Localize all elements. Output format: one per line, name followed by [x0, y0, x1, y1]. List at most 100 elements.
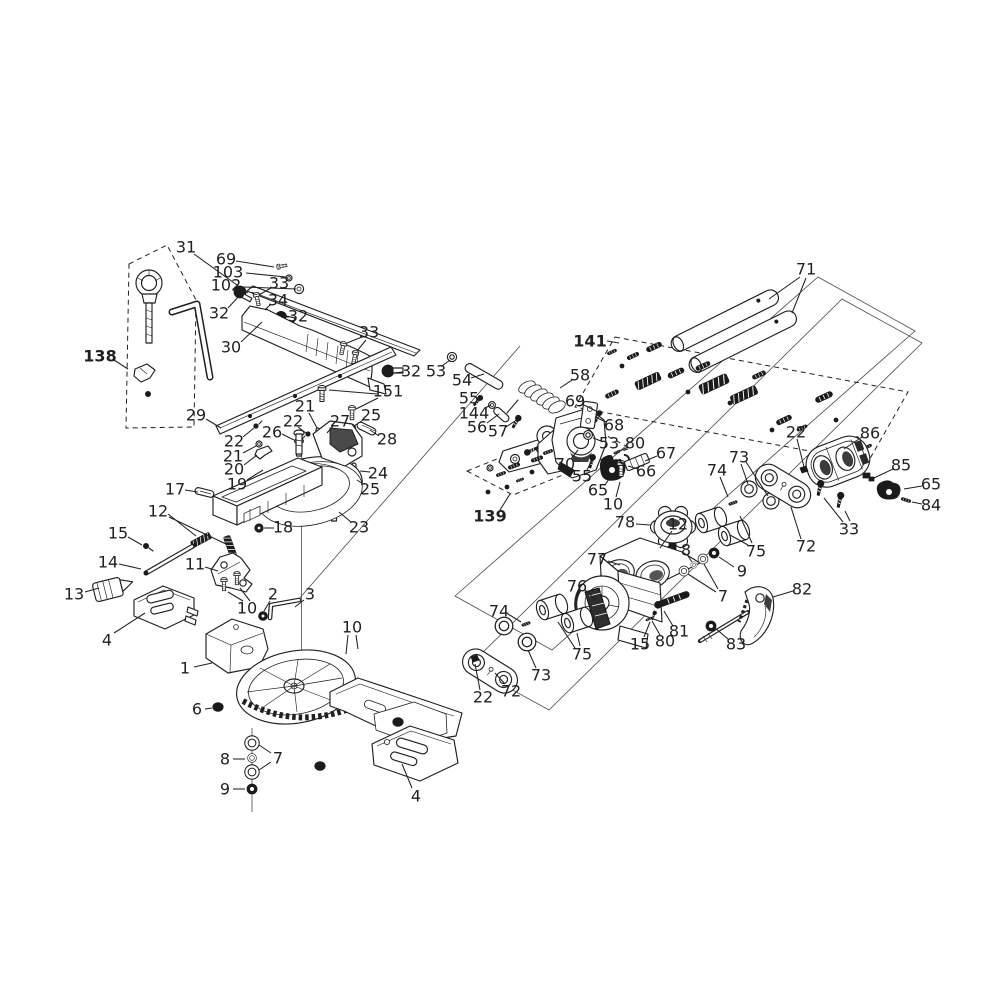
leader-line-13 — [84, 587, 100, 593]
leader-line-74 — [507, 613, 522, 623]
part-callout-74: 74 — [707, 461, 727, 480]
leader-line-86 — [843, 436, 863, 450]
part-callout-22: 22 — [786, 423, 806, 442]
part-callout-21: 21 — [223, 447, 243, 466]
leader-line-3 — [294, 599, 305, 608]
leader-line-4 — [113, 612, 146, 634]
leader-line-22 — [297, 426, 307, 434]
part-callout-2: 2 — [268, 585, 278, 604]
leader-line-77 — [607, 560, 621, 566]
part-callout-1: 1 — [180, 659, 190, 678]
part-callout-67: 67 — [656, 444, 676, 463]
base-turntable-assembly — [205, 618, 463, 795]
leader-line-15 — [127, 536, 143, 546]
leader-line-80 — [651, 620, 661, 636]
part-callout-70: 70 — [555, 455, 575, 474]
leader-line-56 — [486, 413, 500, 424]
leader-line-33 — [258, 287, 272, 296]
group-138-knob-and-wrench — [133, 269, 214, 397]
part-callout-34: 34 — [268, 291, 288, 310]
part-callout-75: 75 — [572, 645, 592, 664]
leader-line-4 — [401, 763, 413, 789]
part-callout-25: 25 — [360, 480, 380, 499]
part-callout-65: 65 — [588, 481, 608, 500]
part-callout-28: 28 — [377, 430, 397, 449]
part-callout-71: 71 — [796, 260, 816, 279]
leader-line-58 — [559, 379, 573, 389]
part-callout-56: 56 — [467, 418, 487, 437]
part-callout-81: 81 — [669, 622, 689, 641]
part-callout-22: 22 — [224, 432, 244, 451]
part-callout-8: 8 — [220, 750, 230, 769]
part-callout-75: 75 — [746, 542, 766, 561]
leader-line-54 — [470, 373, 485, 379]
guard-housing-cluster — [799, 435, 912, 509]
leader-line-24 — [359, 470, 371, 473]
part-callout-4: 4 — [411, 787, 421, 806]
extension-wing-4-right — [371, 725, 459, 782]
leader-line-10 — [355, 634, 359, 650]
part-callout-14: 14 — [98, 553, 118, 572]
leader-line-7 — [703, 563, 719, 590]
leader-line-67 — [644, 455, 658, 462]
part-callout-139: 139 — [473, 507, 506, 526]
leader-line-151 — [328, 389, 378, 395]
part-callout-80: 80 — [625, 434, 645, 453]
left-hardware-parts — [92, 487, 302, 630]
leader-line-21 — [308, 412, 318, 429]
part-callout-23: 23 — [349, 518, 369, 537]
part-callout-29: 29 — [186, 406, 206, 425]
leader-line-25 — [353, 419, 364, 427]
part-callout-69: 69 — [216, 250, 236, 269]
part-callout-85: 85 — [891, 456, 911, 475]
gear-housing-cluster — [574, 505, 720, 649]
group-141-hardware — [604, 341, 873, 451]
leader-line-75 — [576, 632, 581, 647]
leader-line-17 — [184, 489, 199, 493]
leader-line-28 — [369, 429, 380, 437]
leader-line-32 — [392, 371, 404, 374]
part-callout-74: 74 — [489, 602, 509, 621]
leader-line-6 — [204, 707, 213, 710]
leader-line-74 — [719, 476, 729, 498]
leader-line-7 — [258, 761, 272, 771]
leader-line-53 — [441, 359, 451, 367]
part-callout-8: 8 — [681, 541, 691, 560]
part-callout-6: 6 — [192, 700, 202, 719]
background-panel — [468, 298, 923, 711]
part-callout-10: 10 — [237, 599, 257, 618]
part-callout-84: 84 — [921, 496, 941, 515]
leader-line-65 — [604, 472, 614, 486]
leader-line-10 — [239, 587, 251, 602]
bevel-bracket-assembly — [471, 377, 650, 481]
part-callout-27: 27 — [330, 412, 350, 431]
part-callout-68: 68 — [604, 416, 624, 435]
leader-line-10 — [615, 481, 621, 498]
part-callout-73: 73 — [531, 666, 551, 685]
part-callout-33: 33 — [359, 323, 379, 342]
part-callout-144: 144 — [459, 404, 490, 423]
leader-line-66 — [627, 465, 639, 470]
leader-line-7 — [687, 573, 717, 593]
part-callout-22: 22 — [473, 688, 493, 707]
part-callout-32: 32 — [288, 307, 308, 326]
part-callout-18: 18 — [273, 518, 293, 537]
group-outline-138 — [125, 244, 197, 429]
part-callout-9: 9 — [220, 780, 230, 799]
part-callout-4: 4 — [102, 631, 112, 650]
part-callout-58: 58 — [570, 366, 590, 385]
part-callout-11: 11 — [185, 555, 205, 574]
part-callout-21: 21 — [295, 397, 315, 416]
leader-line-53 — [592, 437, 602, 442]
part-callout-10: 10 — [342, 618, 362, 637]
leader-line-12 — [659, 530, 673, 549]
leader-line-33 — [356, 339, 367, 352]
part-callout-33: 33 — [839, 520, 859, 539]
depth-plate-4-left — [133, 585, 199, 630]
leader-line-73 — [740, 463, 749, 485]
leader-line-1 — [193, 662, 213, 668]
part-callout-33: 33 — [269, 274, 289, 293]
part-callout-78: 78 — [615, 513, 635, 532]
